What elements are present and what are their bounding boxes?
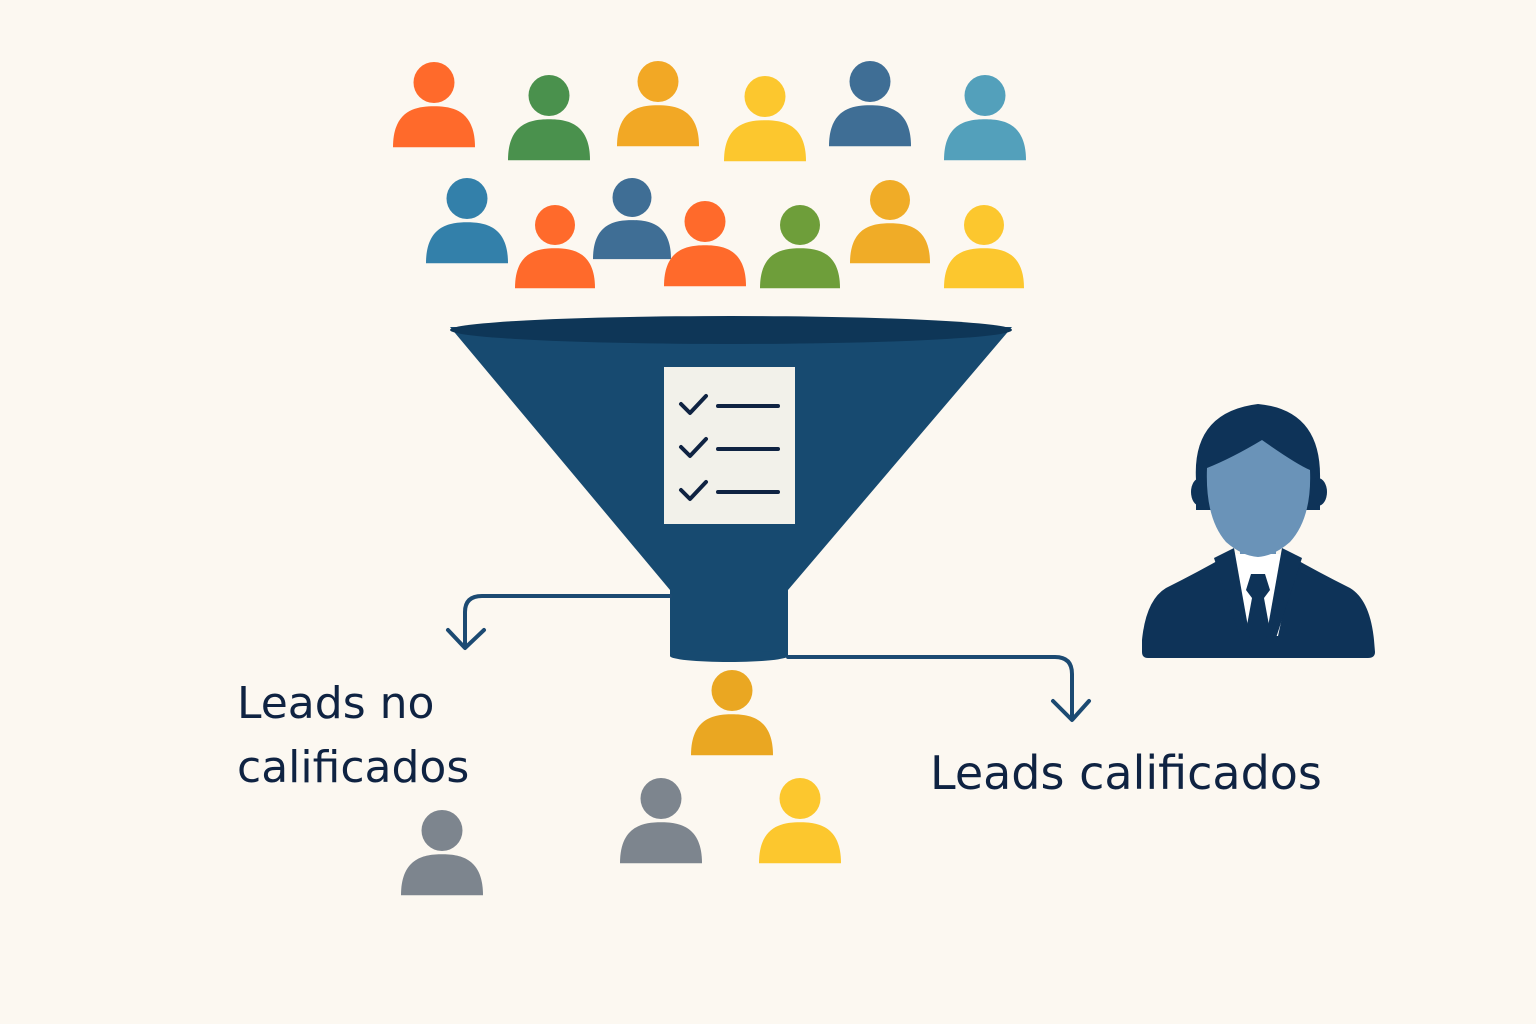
salesperson-tie [1245, 574, 1271, 636]
person-body [664, 245, 746, 287]
person-body [617, 105, 699, 147]
person-head [637, 61, 679, 102]
person-icon [593, 178, 671, 260]
person-head [528, 75, 570, 116]
person-body [759, 822, 841, 864]
checklist-icon [664, 367, 795, 524]
arrow-to-unqualified [463, 594, 672, 648]
person-body [944, 119, 1026, 161]
check-icon [679, 437, 708, 458]
person-body [944, 248, 1024, 289]
person-body [620, 822, 702, 864]
person-body [724, 120, 806, 162]
check-icon [679, 480, 708, 501]
arrow-down-icon [1051, 699, 1091, 722]
unqualified-label-line1: Leads no [237, 678, 435, 729]
person-head [684, 201, 726, 242]
arrow-to-qualified [786, 655, 1074, 720]
qualified-leads-label: Leads calificados [930, 746, 1322, 800]
person-body [426, 222, 508, 264]
person-icon [664, 201, 746, 287]
person-icon [515, 205, 595, 289]
person-icon [759, 778, 841, 864]
checklist-item [679, 437, 780, 458]
checklist-paper [664, 367, 795, 524]
person-head [964, 75, 1006, 116]
salesperson-ear-left [1191, 478, 1209, 506]
person-icon [829, 61, 911, 147]
person-body [515, 248, 595, 289]
person-head [870, 180, 910, 220]
salesperson-lapel-left [1214, 548, 1250, 638]
person-head [421, 810, 463, 851]
person-head [640, 778, 682, 819]
person-head [711, 670, 753, 711]
arrow-down-icon [446, 628, 486, 650]
person-head [964, 205, 1004, 245]
person-head [612, 178, 652, 217]
person-icon [944, 205, 1024, 289]
person-icon [393, 62, 475, 148]
checklist-items [679, 394, 780, 501]
person-body [401, 854, 483, 896]
funnel-rim [450, 316, 1012, 344]
unqualified-leads-label: Leads no calificados [237, 672, 469, 800]
checklist-item [679, 480, 780, 501]
person-icon [691, 670, 773, 756]
person-head [744, 76, 786, 117]
person-icon [617, 61, 699, 147]
person-head [413, 62, 455, 103]
person-icon [426, 178, 508, 264]
person-head [535, 205, 575, 245]
person-icon [620, 778, 702, 864]
person-icon [401, 810, 483, 896]
person-icon [724, 76, 806, 162]
person-head [779, 778, 821, 819]
person-head [849, 61, 891, 102]
salesperson-ear-right [1309, 478, 1327, 506]
person-body [691, 714, 773, 756]
person-body [508, 119, 590, 161]
salesperson-face [1206, 440, 1311, 557]
businessman-icon [1142, 404, 1375, 658]
incoming-leads [393, 61, 1026, 289]
salesperson-lapel-right [1266, 548, 1302, 638]
person-body [393, 106, 475, 148]
person-icon [508, 75, 590, 161]
checklist-item [679, 394, 780, 415]
output-leads [401, 670, 841, 896]
unqualified-label-line2: calificados [237, 742, 470, 793]
person-head [446, 178, 488, 219]
person-icon [760, 205, 840, 289]
person-body [593, 220, 671, 260]
funnel-spout [670, 650, 788, 662]
person-head [780, 205, 820, 245]
person-body [850, 223, 930, 264]
person-icon [850, 180, 930, 264]
person-icon [944, 75, 1026, 161]
person-body [829, 105, 911, 147]
check-icon [679, 394, 708, 415]
person-body [760, 248, 840, 289]
